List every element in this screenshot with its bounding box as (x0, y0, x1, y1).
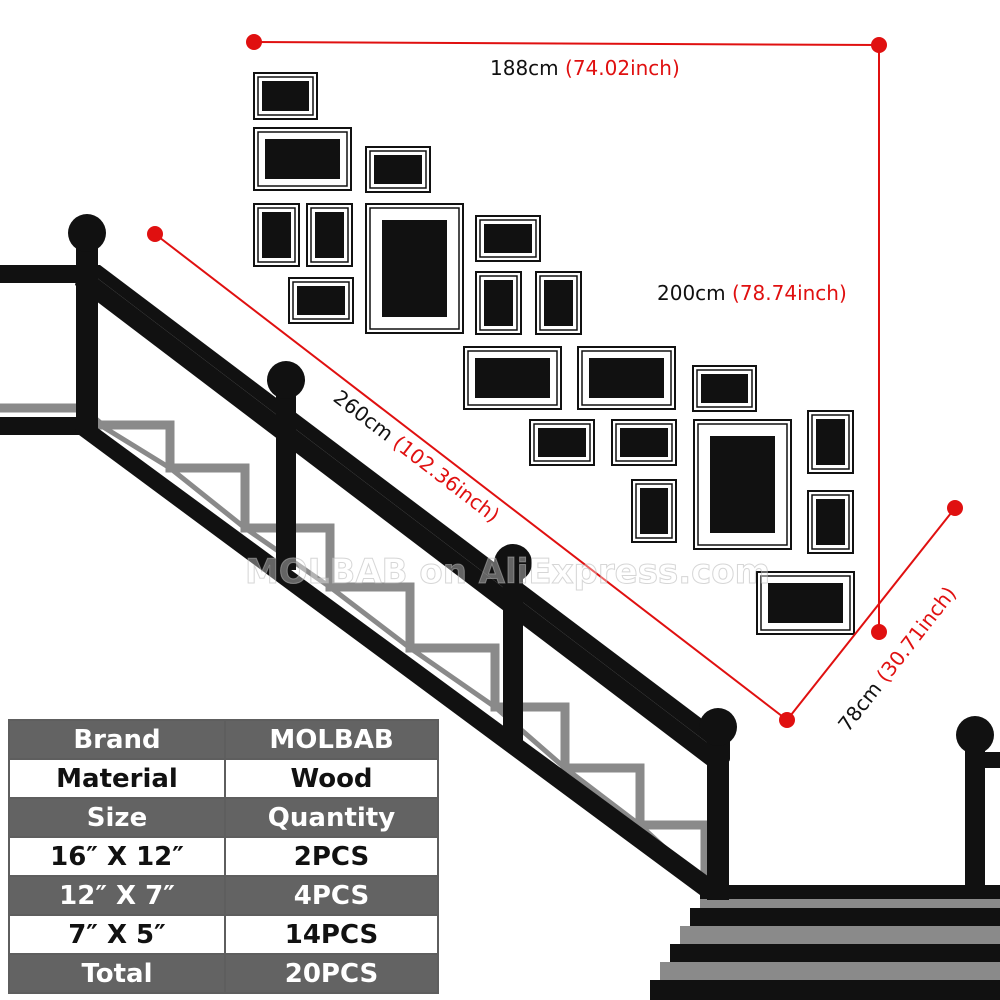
photo-placeholder (382, 220, 447, 317)
picture-frame (288, 277, 354, 324)
picture-frame (807, 490, 854, 554)
stair-steps (0, 403, 710, 887)
spec-row: 7″ X 5″14PCS (8, 914, 439, 955)
photo-placeholder (374, 155, 422, 184)
spec-cell-left: 16″ X 12″ (8, 836, 226, 877)
photo-placeholder (640, 488, 668, 534)
spec-cell-left: Size (8, 797, 226, 838)
spec-cell-right: Quantity (224, 797, 439, 838)
picture-frame (693, 419, 792, 550)
picture-frame (631, 479, 677, 543)
diagonal-dot-top (147, 226, 163, 242)
spec-row: 16″ X 12″2PCS (8, 836, 439, 877)
depth-dot-top (947, 500, 963, 516)
spec-cell-left: 12″ X 7″ (8, 875, 226, 916)
spec-cell-left: 7″ X 5″ (8, 914, 226, 955)
photo-placeholder (475, 358, 550, 398)
watermark: MOLBAB on AliExpress.com (245, 552, 770, 592)
picture-frame (475, 271, 522, 335)
picture-frame (365, 146, 431, 193)
spec-cell-right: MOLBAB (224, 719, 439, 760)
dimension-lines (147, 34, 963, 728)
photo-placeholder (544, 280, 573, 326)
photo-placeholder (265, 139, 340, 179)
depth-line (786, 507, 956, 721)
photo-placeholder (816, 419, 845, 465)
spec-row: 12″ X 7″4PCS (8, 875, 439, 916)
photo-placeholder (710, 436, 775, 533)
picture-frame (253, 127, 352, 191)
spec-cell-left: Total (8, 953, 226, 994)
picture-frame (577, 346, 676, 410)
spec-cell-right: 20PCS (224, 953, 439, 994)
stair-railing (0, 214, 1000, 900)
photo-placeholder (262, 81, 309, 111)
picture-frame (535, 271, 582, 335)
photo-placeholder (484, 280, 513, 326)
spec-cell-right: 14PCS (224, 914, 439, 955)
spec-cell-right: Wood (224, 758, 439, 799)
picture-frame (365, 203, 464, 334)
picture-frame (807, 410, 854, 474)
width-line (253, 41, 880, 46)
photo-placeholder (620, 428, 668, 457)
picture-frame (463, 346, 562, 410)
width-dot-left (246, 34, 262, 50)
photo-placeholder (816, 499, 845, 545)
picture-frames (253, 72, 855, 635)
picture-frame (529, 419, 595, 466)
picture-frame (253, 203, 300, 267)
photo-placeholder (484, 224, 532, 253)
picture-frame (611, 419, 677, 466)
spec-cell-left: Material (8, 758, 226, 799)
picture-frame (692, 365, 757, 412)
width-label: 188cm (74.02inch) (490, 56, 680, 80)
photo-placeholder (297, 286, 345, 315)
landing-steps (650, 890, 1000, 1000)
photo-placeholder (589, 358, 664, 398)
picture-frame (475, 215, 541, 262)
height-dot-bottom (871, 624, 887, 640)
height-label: 200cm (78.74inch) (657, 281, 847, 305)
photo-placeholder (262, 212, 291, 258)
spec-cell-right: 4PCS (224, 875, 439, 916)
picture-frame (756, 571, 855, 635)
spec-cell-left: Brand (8, 719, 226, 760)
photo-placeholder (538, 428, 586, 457)
photo-placeholder (768, 583, 843, 623)
picture-frame (306, 203, 353, 267)
photo-placeholder (701, 374, 748, 403)
diagonal-line (154, 233, 788, 721)
picture-frame (253, 72, 318, 120)
photo-placeholder (315, 212, 344, 258)
spec-cell-right: 2PCS (224, 836, 439, 877)
